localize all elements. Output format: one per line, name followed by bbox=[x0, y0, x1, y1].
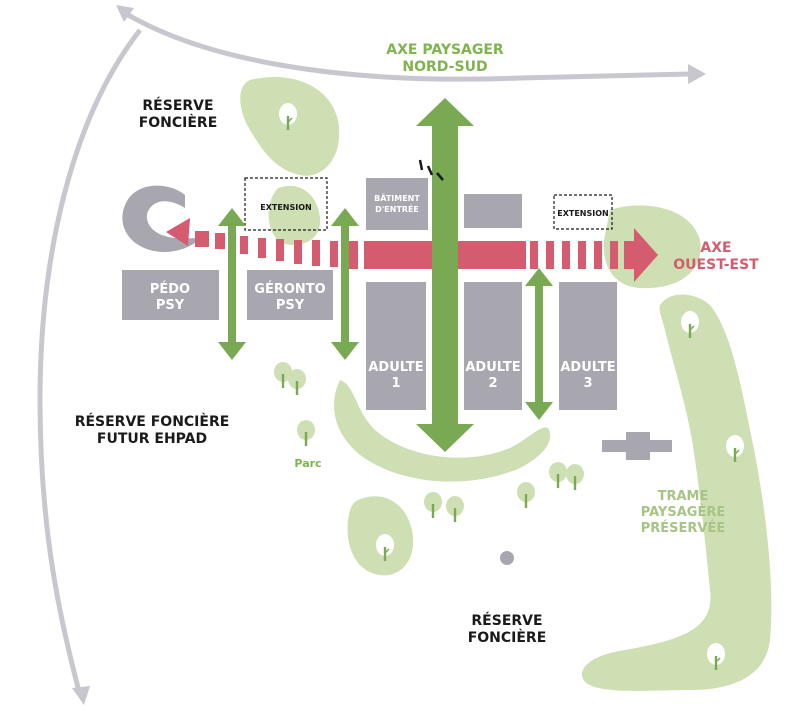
building-geronto-psy bbox=[247, 270, 333, 320]
label-extension-left: EXTENSION bbox=[260, 203, 311, 212]
label-trame-3: PRÉSERVÉE bbox=[641, 520, 726, 536]
park-zone-central-arc bbox=[334, 380, 551, 482]
label-adulte2-1: ADULTE bbox=[465, 360, 520, 375]
extension-frame-left bbox=[244, 177, 328, 231]
tree-icon bbox=[288, 369, 306, 395]
access-road-left bbox=[37, 28, 142, 696]
label-pedo-1: PÉDO bbox=[150, 281, 190, 297]
building-small-north bbox=[464, 194, 522, 228]
label-entree-2: D'ENTRÉE bbox=[375, 203, 419, 214]
landmark-dot bbox=[500, 551, 514, 565]
axis-vertical-geronto bbox=[331, 208, 359, 360]
tree-icon bbox=[517, 482, 535, 508]
label-entree-1: BÂTIMENT bbox=[374, 192, 420, 203]
access-road-left-arrow bbox=[72, 686, 90, 705]
roundabout-shape bbox=[122, 185, 200, 252]
building-adulte-1 bbox=[366, 282, 426, 410]
axis-vertical-pedo bbox=[218, 208, 246, 360]
axis-nord-sud bbox=[416, 98, 474, 452]
label-reserve-nw-2: FONCIÈRE bbox=[139, 114, 218, 131]
label-reserve-s-1: RÉSERVE bbox=[471, 612, 542, 629]
park-zone-north bbox=[240, 76, 340, 176]
label-axe-ouest-est-2: OUEST-EST bbox=[673, 257, 759, 273]
tree-icon bbox=[549, 462, 567, 488]
label-adulte3-1: ADULTE bbox=[560, 360, 615, 375]
label-reserve-w-2: FUTUR EHPAD bbox=[97, 431, 207, 447]
building-adulte-2 bbox=[464, 282, 522, 410]
entrance-marks bbox=[418, 159, 444, 181]
label-axe-nord-sud-1: AXE PAYSAGER bbox=[386, 42, 504, 58]
label-axe-nord-sud-2: NORD-SUD bbox=[402, 59, 487, 75]
extension-frame-right bbox=[553, 194, 613, 230]
access-road-top-arrow-left bbox=[116, 5, 134, 22]
label-extension-right: EXTENSION bbox=[557, 209, 608, 218]
building-cross bbox=[602, 432, 672, 460]
label-adulte1-1: ADULTE bbox=[368, 360, 423, 375]
building-pedo-psy bbox=[122, 270, 219, 320]
tree-icon bbox=[424, 492, 442, 518]
label-pedo-2: PSY bbox=[156, 298, 185, 313]
label-adulte2-2: 2 bbox=[488, 376, 497, 391]
label-geronto-1: GÉRONTO bbox=[254, 281, 325, 297]
park-zone-geronto bbox=[268, 185, 321, 245]
park-zone-east-band bbox=[581, 294, 772, 691]
label-reserve-nw-1: RÉSERVE bbox=[142, 97, 213, 114]
building-entree bbox=[366, 178, 428, 230]
label-axe-ouest-est-1: AXE bbox=[700, 240, 731, 256]
label-trame-2: PAYSAGÈRE bbox=[641, 504, 725, 520]
axis-vertical-adulte bbox=[525, 268, 553, 420]
building-adulte-3 bbox=[559, 282, 617, 410]
label-parc: Parc bbox=[294, 457, 321, 470]
label-trame-1: TRAME bbox=[658, 489, 709, 504]
label-geronto-2: PSY bbox=[276, 298, 305, 313]
label-reserve-s-2: FONCIÈRE bbox=[468, 629, 547, 646]
tree-icon bbox=[566, 464, 584, 490]
access-road-top-arrow-right bbox=[688, 64, 706, 84]
access-road-top bbox=[118, 7, 691, 82]
label-adulte1-2: 1 bbox=[391, 376, 400, 391]
label-reserve-w-1: RÉSERVE FONCIÈRE bbox=[75, 413, 230, 430]
tree-icon bbox=[446, 496, 464, 522]
tree-icon bbox=[297, 420, 315, 446]
park-zone-northeast bbox=[603, 205, 701, 289]
label-adulte3-2: 3 bbox=[583, 376, 592, 391]
